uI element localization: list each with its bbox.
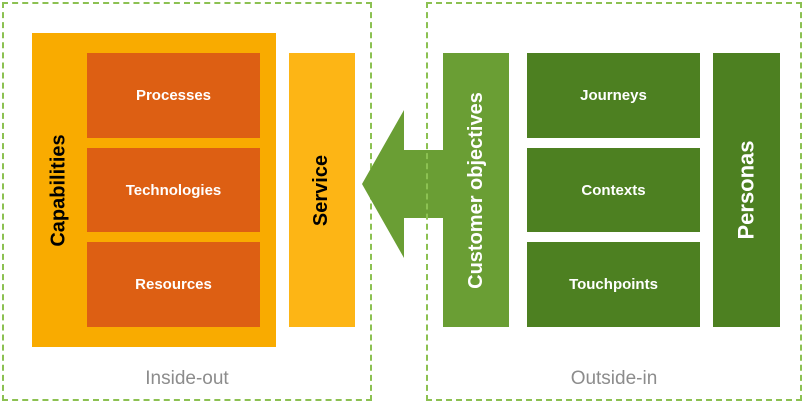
contexts-box: Contexts — [527, 148, 700, 232]
inside-out-panel — [2, 2, 372, 401]
service-block: Service — [289, 53, 355, 327]
technologies-box: Technologies — [87, 148, 260, 232]
customer-objectives-block: Customer objectives — [443, 53, 509, 327]
service-label: Service — [310, 154, 333, 226]
outside-in-panel — [426, 2, 802, 401]
touchpoints-box: Touchpoints — [527, 242, 700, 327]
processes-box: Processes — [87, 53, 260, 138]
personas-label: Personas — [733, 140, 759, 240]
resources-box: Resources — [87, 242, 260, 327]
capabilities-label: Capabilities — [47, 133, 70, 247]
personas-block: Personas — [713, 53, 780, 327]
outside-in-caption: Outside-in — [570, 368, 658, 389]
left-arrow-icon — [362, 110, 448, 258]
journeys-box: Journeys — [527, 53, 700, 138]
customer-objectives-label: Customer objectives — [464, 91, 487, 289]
inside-out-caption: Inside-out — [145, 368, 229, 389]
